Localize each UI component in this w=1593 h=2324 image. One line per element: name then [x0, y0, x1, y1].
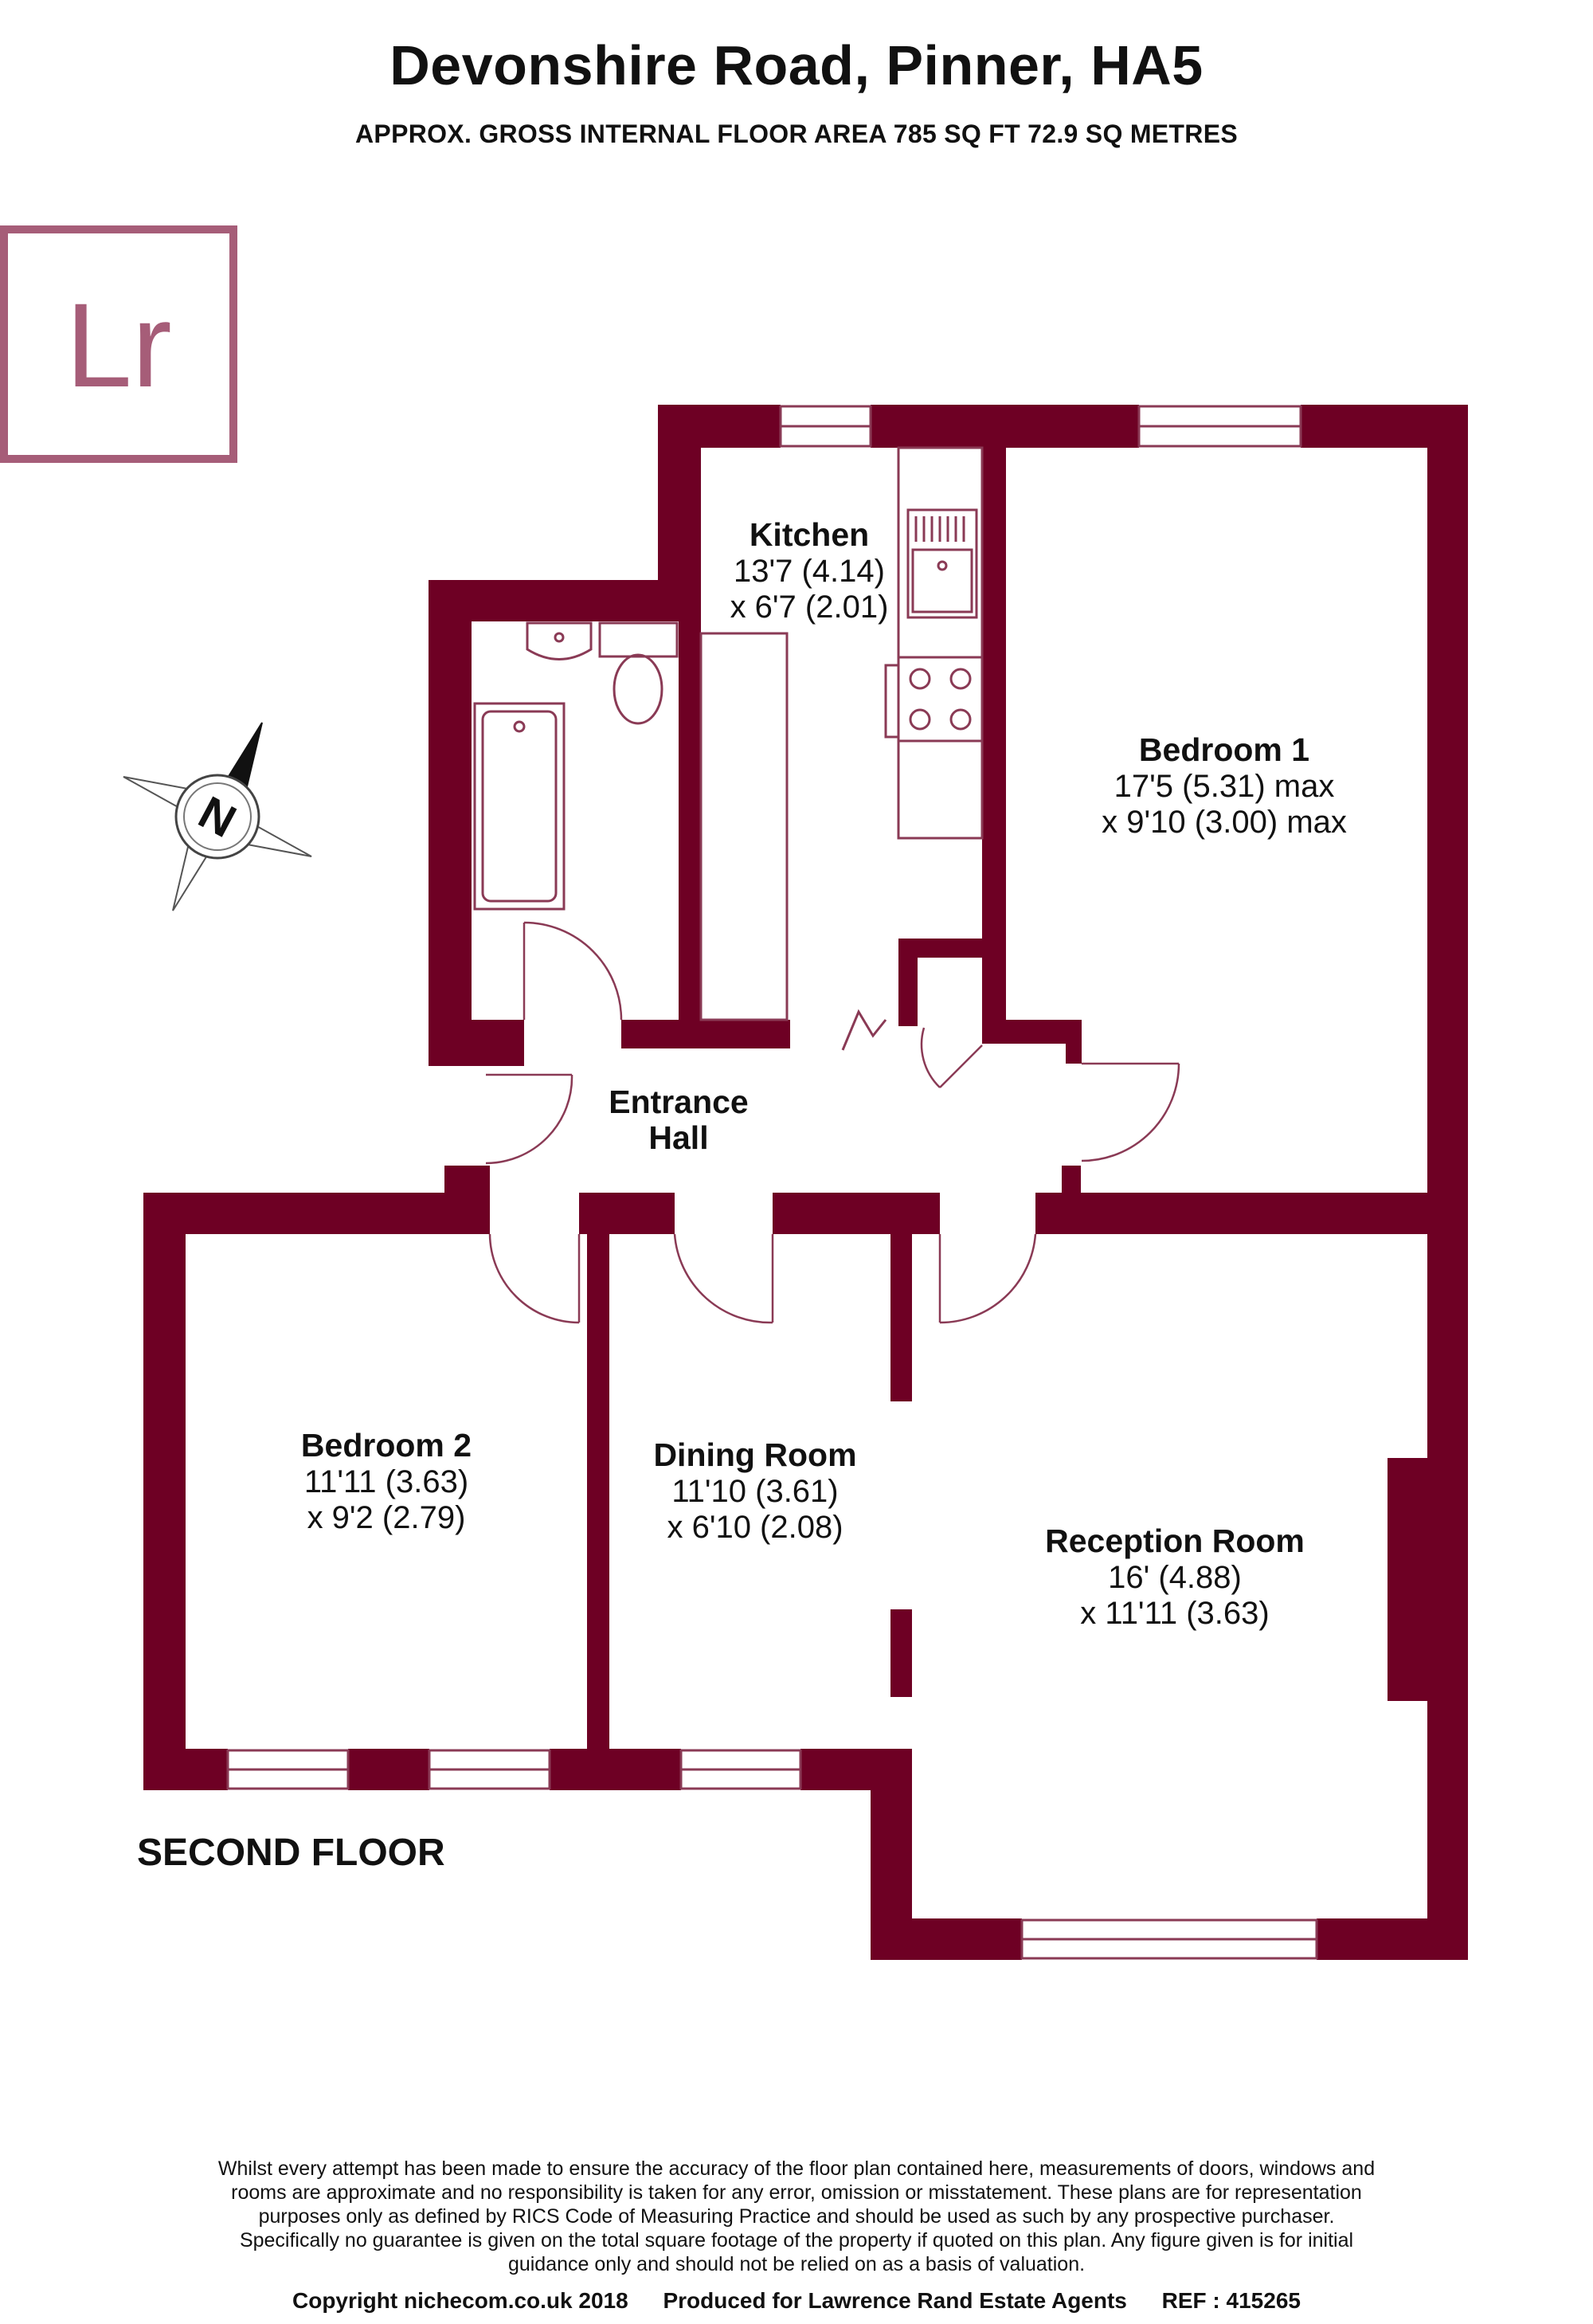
disclaimer: Whilst every attempt has been made to en…: [167, 2157, 1426, 2276]
bedroom1-dim2: x 9'10 (3.00) max: [1102, 805, 1347, 840]
bedroom1-dim1: 17'5 (5.31) max: [1114, 769, 1335, 804]
dining-room-name: Dining Room: [653, 1436, 856, 1473]
sink-icon: [906, 508, 978, 619]
doors: [485, 921, 1180, 1324]
worktop-right: [897, 446, 984, 840]
footer-copyright: Copyright nichecom.co.uk 2018: [292, 2288, 628, 2313]
windows: [226, 405, 1318, 1960]
dining-room-dim1: 11'10 (3.61): [671, 1474, 838, 1509]
disclaimer-line: Whilst every attempt has been made to en…: [217, 2157, 1376, 2180]
plan-title: Devonshire Road, Pinner, HA5: [389, 34, 1204, 96]
hob-icon: [897, 656, 984, 743]
room-labels: Kitchen 13'7 (4.14) x 6'7 (2.01) Bedroom…: [301, 516, 1347, 1631]
worktop-left: [699, 632, 789, 1021]
bedroom2-dim1: 11'11 (3.63): [304, 1464, 468, 1499]
logo-frame: [0, 225, 237, 463]
reception-room-dim1: 16' (4.88): [1108, 1560, 1242, 1595]
reception-room-dim2: x 11'11 (3.63): [1080, 1596, 1269, 1631]
dining-room-dim2: x 6'10 (2.08): [667, 1510, 843, 1545]
floor-label: SECOND FLOOR: [137, 1832, 445, 1874]
fixtures: [473, 446, 984, 1051]
compass-icon: N: [123, 722, 312, 911]
bedroom1-name: Bedroom 1: [1139, 731, 1309, 768]
agent-logo: Lr: [0, 225, 237, 463]
reception-room-name: Reception Room: [1045, 1523, 1305, 1559]
disclaimer-line: purposes only as defined by RICS Code of…: [258, 2205, 1335, 2228]
disclaimer-line: Specifically no guarantee is given on th…: [239, 2229, 1354, 2251]
entrance-hall-name-2: Hall: [648, 1119, 708, 1156]
kitchen-dim1: 13'7 (4.14): [734, 554, 885, 589]
kitchen-dim2: x 6'7 (2.01): [730, 590, 889, 625]
disclaimer-line: guidance only and should not be relied o…: [507, 2253, 1086, 2275]
bedroom2-dim2: x 9'2 (2.79): [307, 1500, 466, 1535]
kitchen-name: Kitchen: [750, 516, 869, 553]
footer-ref: REF : 415265: [1161, 2288, 1301, 2313]
basin-icon: [526, 621, 593, 660]
footer-produced: Produced for Lawrence Rand Estate Agents: [663, 2288, 1127, 2313]
logo-text: Lr: [65, 278, 171, 412]
zigzag-symbol: [841, 1009, 887, 1051]
floor-area-subtitle: APPROX. GROSS INTERNAL FLOOR AREA 785 SQ…: [355, 120, 1238, 148]
entrance-hall-name: Entrance: [609, 1084, 748, 1120]
disclaimer-line: rooms are approximate and no responsibil…: [231, 2181, 1362, 2204]
bedroom2-name: Bedroom 2: [301, 1427, 472, 1464]
walls: [143, 405, 1468, 1960]
toilet-icon: [598, 621, 679, 658]
bath-icon: [473, 702, 566, 911]
footer: Copyright nichecom.co.uk 2018 Produced f…: [0, 2288, 1593, 2314]
